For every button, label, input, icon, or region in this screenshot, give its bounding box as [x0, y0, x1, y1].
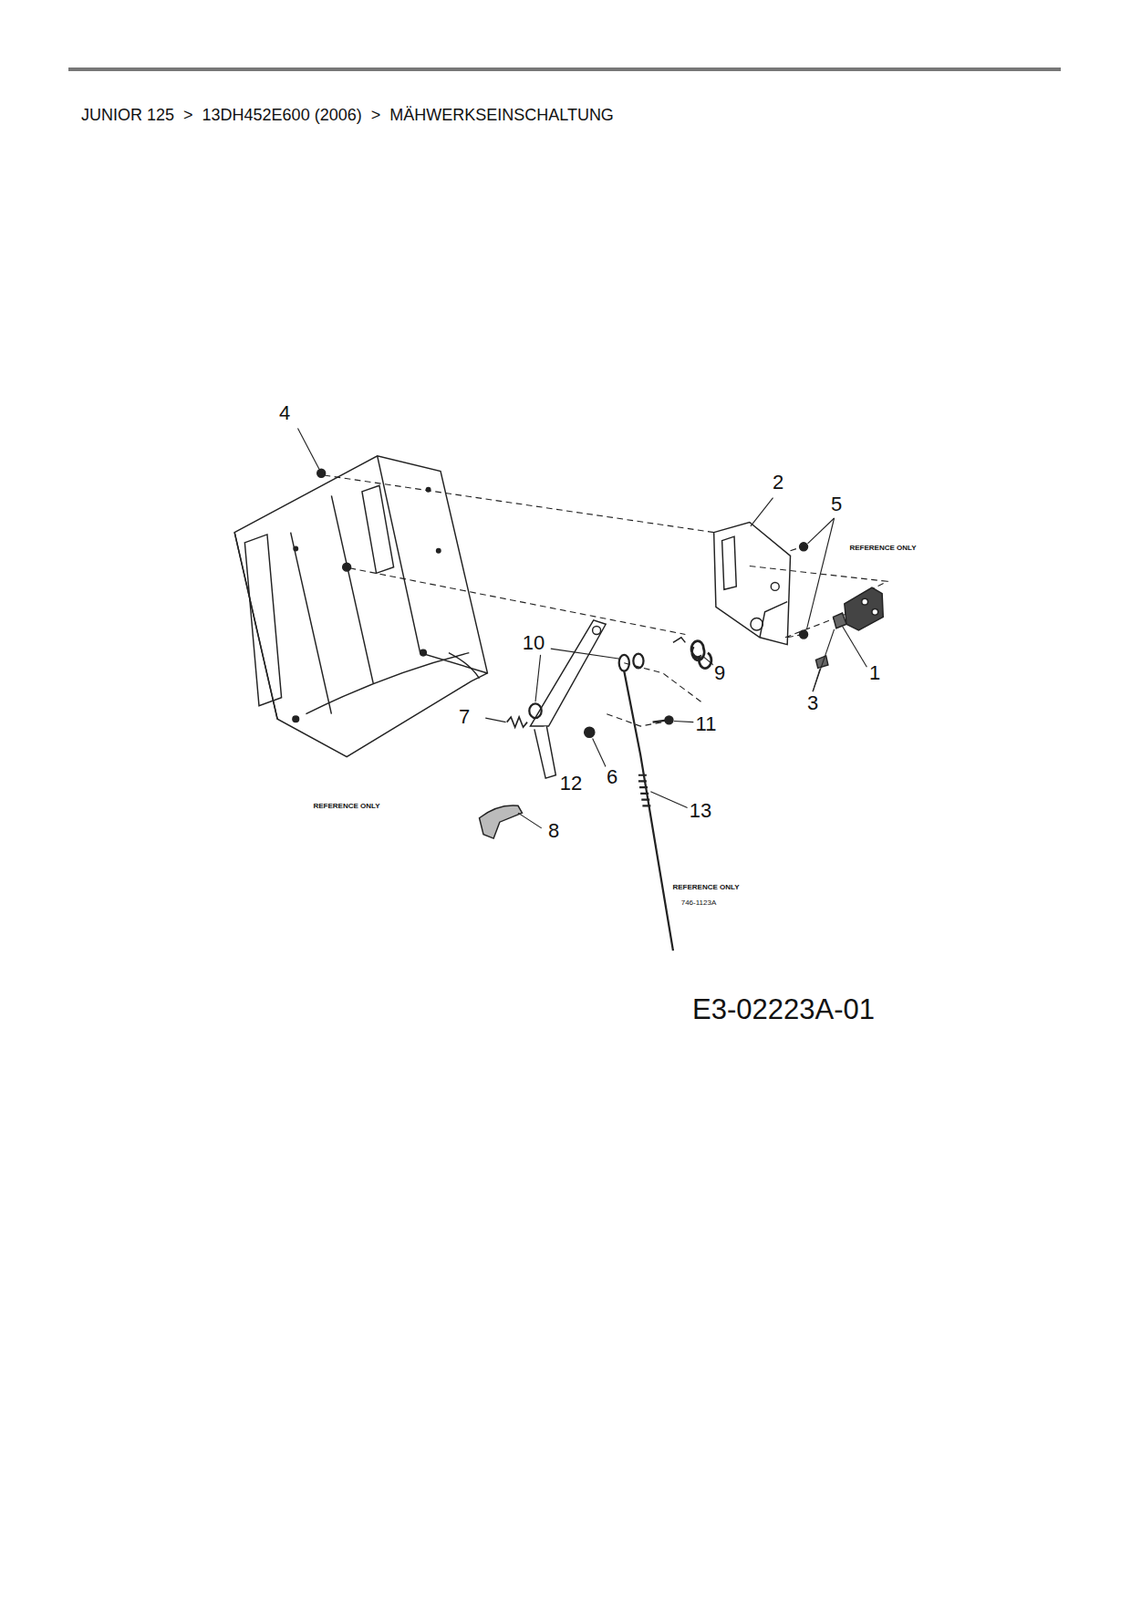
part-number: 746-1123A — [680, 898, 718, 908]
reference-note: REFERENCE ONLY — [311, 801, 381, 811]
reference-note: REFERENCE ONLY — [848, 543, 917, 553]
callout-number: 4 — [278, 402, 291, 425]
callout-number: 8 — [547, 819, 561, 842]
callout-number: 13 — [688, 799, 713, 822]
callout-number: 3 — [806, 692, 820, 715]
callout-number: 12 — [559, 772, 583, 795]
callout-number: 1 — [868, 662, 882, 685]
callout-number: 7 — [457, 705, 471, 728]
header-rule — [68, 67, 1061, 72]
breadcrumb-title: JUNIOR 125 > 13DH452E600 (2006) > MÄHWER… — [81, 106, 614, 124]
callout-number: 11 — [695, 713, 718, 736]
drawing-number: E3-02223A-01 — [691, 994, 876, 1025]
callout-number: 5 — [830, 493, 843, 516]
callout-number: 9 — [713, 662, 727, 685]
callout-number: 10 — [521, 632, 546, 654]
callout-number: 2 — [771, 471, 785, 494]
callout-number: 6 — [605, 766, 619, 789]
reference-note: REFERENCE ONLY — [671, 882, 740, 893]
exploded-view — [234, 428, 888, 951]
